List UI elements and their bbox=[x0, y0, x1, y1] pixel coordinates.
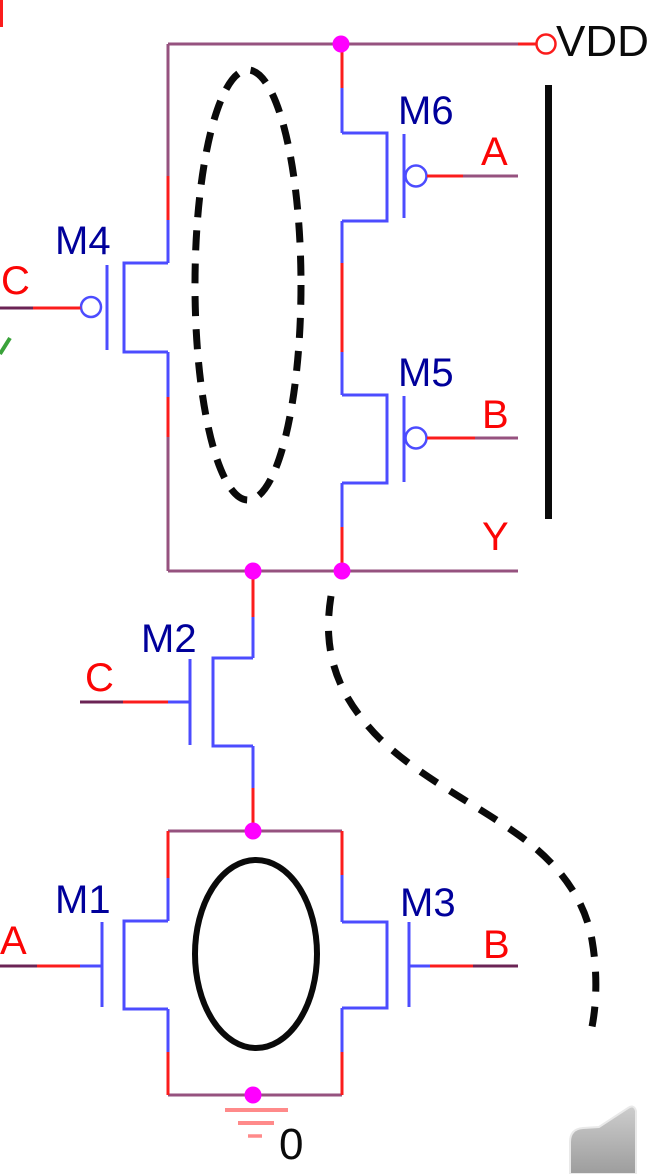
dashed-ellipse-annotation bbox=[191, 66, 305, 504]
emphasis-bar bbox=[545, 85, 552, 519]
m2-transistor bbox=[80, 571, 255, 831]
m4-label: M4 bbox=[55, 219, 111, 263]
ground-icon bbox=[225, 1108, 288, 1138]
m2-label: M2 bbox=[141, 617, 197, 661]
solid-ellipse-annotation bbox=[192, 857, 320, 1051]
junction-dot bbox=[332, 35, 350, 53]
input-c-top-label: C bbox=[1, 259, 30, 303]
vdd-label: VDD bbox=[556, 17, 648, 66]
junction-dot bbox=[244, 822, 262, 840]
dashed-curve-annotation bbox=[324, 595, 600, 1041]
input-a-top-label: A bbox=[481, 130, 508, 174]
m3-label: M3 bbox=[400, 881, 456, 925]
m6-label: M6 bbox=[398, 89, 454, 133]
m5-gate-bubble-icon bbox=[404, 426, 428, 450]
m4-gate-bubble-icon bbox=[79, 295, 103, 319]
vdd-rail bbox=[168, 33, 557, 55]
input-b-bottom-label: B bbox=[483, 923, 510, 967]
vdd-terminal-icon bbox=[535, 33, 557, 55]
m5-label: M5 bbox=[398, 351, 454, 395]
m6-gate-bubble-icon bbox=[404, 164, 428, 188]
input-c-bottom-label: C bbox=[85, 656, 114, 700]
m1-label: M1 bbox=[55, 878, 111, 922]
m5-transistor bbox=[340, 221, 518, 569]
junction-dot bbox=[244, 562, 262, 580]
input-a-bottom-label: A bbox=[0, 919, 27, 963]
m4-transistor bbox=[0, 44, 170, 571]
junction-dot bbox=[333, 562, 351, 580]
m1-transistor bbox=[0, 831, 170, 1095]
green-tick-mark bbox=[0, 336, 12, 356]
junction-dot bbox=[244, 1086, 262, 1104]
input-b-top-label: B bbox=[482, 393, 509, 437]
output-y-label: Y bbox=[482, 515, 509, 559]
slideshow-nav-arrow-icon[interactable] bbox=[569, 1105, 637, 1174]
ground-zero-label: 0 bbox=[279, 1120, 304, 1169]
m3-transistor bbox=[340, 831, 518, 1095]
